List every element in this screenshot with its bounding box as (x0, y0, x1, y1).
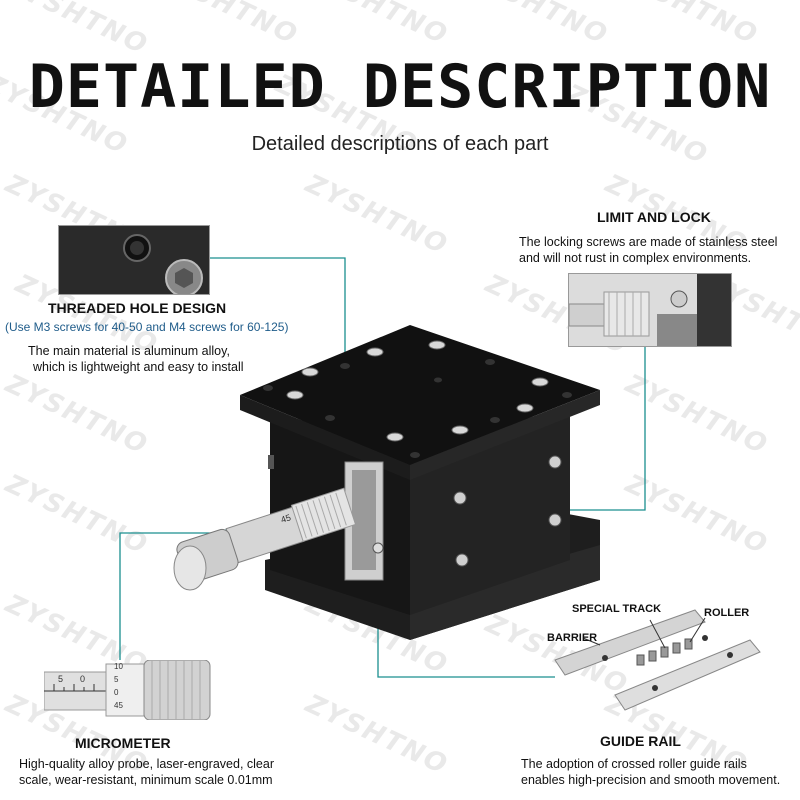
page-title: DETAILED DESCRIPTION (28, 52, 772, 122)
sleeve-mark-0: 0 (80, 674, 86, 684)
thimble-mark: 45 (280, 512, 293, 525)
threaded-hole-note: (Use M3 screws for 40-50 and M4 screws f… (5, 320, 289, 334)
guide-rail-desc-1: The adoption of crossed roller guide rai… (521, 757, 747, 771)
guide-rail-title: GUIDE RAIL (600, 733, 681, 749)
top-plate (240, 325, 600, 465)
micrometer-head (173, 487, 357, 591)
guide-rail-photo (545, 600, 790, 720)
threaded-hole-photo (58, 225, 210, 295)
top-screws (286, 340, 549, 442)
threaded-hole-title: THREADED HOLE DESIGN (48, 300, 227, 316)
page-subtitle: Detailed descriptions of each part (251, 133, 549, 155)
micrometer-title: MICROMETER (75, 735, 171, 751)
thimble-scale: 10 5 0 45 (114, 662, 123, 710)
rail-lower (614, 639, 761, 711)
rail-upper (554, 609, 706, 676)
side-screws (453, 455, 562, 567)
threaded-hole-desc-1: The main material is aluminum alloy, (28, 344, 230, 358)
leader-threaded-hole (210, 257, 346, 365)
thimble (105, 663, 145, 717)
leader-micrometer (119, 532, 225, 660)
special-track-tag: SPECIAL TRACK (572, 603, 662, 615)
threaded-hole-desc-2: which is lightweight and easy to install (33, 360, 244, 374)
limit-lock-desc-2: and will not rust in complex environment… (519, 251, 752, 265)
limit-lock-photo (568, 273, 732, 347)
micrometer-desc-2: scale, wear-resistant, minimum scale 0.0… (19, 773, 273, 787)
top-threaded-holes (263, 359, 572, 458)
limit-lock-title: LIMIT AND LOCK (597, 209, 711, 225)
knurled-knob-icon (603, 291, 650, 337)
sleeve-mark-5: 5 (58, 674, 64, 684)
guide-rail-desc-2: enables high-precision and smooth moveme… (521, 773, 781, 787)
lock-screw-icon (670, 290, 688, 308)
barrier-tag: BARRIER (547, 632, 598, 644)
micrometer-desc-1: High-quality alloy probe, laser-engraved… (19, 757, 274, 771)
micrometer-photo: 10 5 0 45 5 0 (43, 659, 214, 721)
limit-lock-desc-1: The locking screws are made of stainless… (519, 235, 778, 249)
roller-tag: ROLLER (704, 607, 750, 619)
